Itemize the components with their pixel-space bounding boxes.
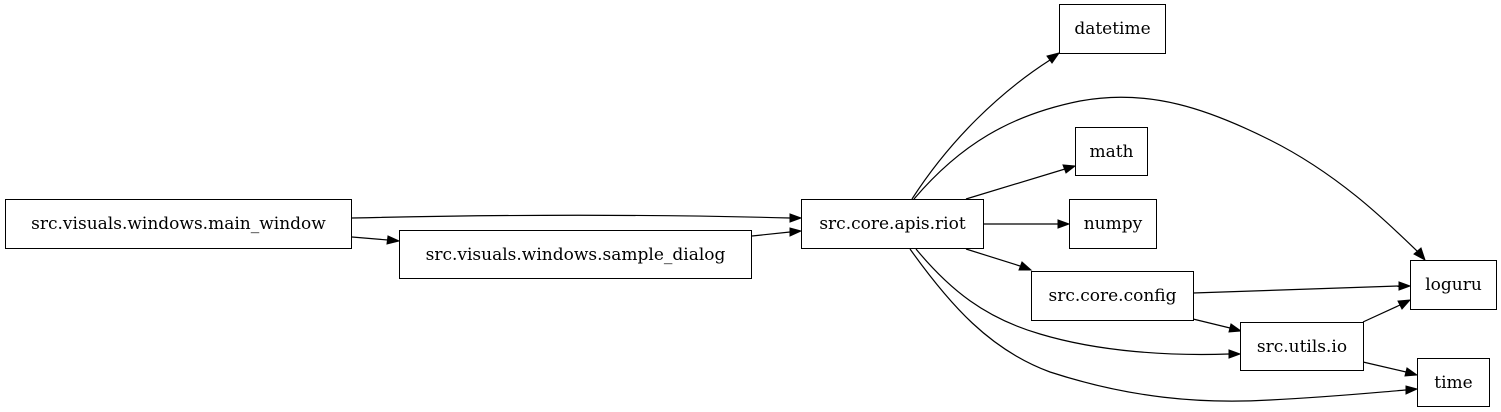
node-io: src.utils.io [1240,322,1364,371]
edge-sample-dialog-to-riot [751,227,803,237]
edge-riot-to-loguru [913,96,1426,262]
node-datetime: datetime [1059,4,1166,54]
edge-io-to-time [1362,361,1419,377]
edge-main-window-to-sample-dialog [351,235,401,245]
node-time: time [1417,358,1490,407]
edge-riot-to-io [915,248,1242,359]
node-math: math [1075,127,1148,176]
edge-io-to-loguru [1362,299,1412,323]
node-sample-dialog: src.visuals.windows.sample_dialog [399,230,752,279]
edge-riot-to-config [965,248,1033,271]
edge-config-to-io [1192,318,1243,333]
edge-riot-to-math [965,164,1077,200]
node-riot: src.core.apis.riot [801,199,984,249]
node-numpy: numpy [1069,199,1157,249]
edge-riot-to-datetime [911,52,1061,200]
node-loguru: loguru [1410,260,1497,310]
edge-riot-to-numpy [984,219,1071,229]
node-main-window: src.visuals.windows.main_window [5,199,352,249]
edge-config-to-loguru [1192,281,1412,294]
edge-main-window-to-riot [351,213,803,223]
edge-riot-to-time [909,248,1419,402]
node-config: src.core.config [1031,271,1194,321]
